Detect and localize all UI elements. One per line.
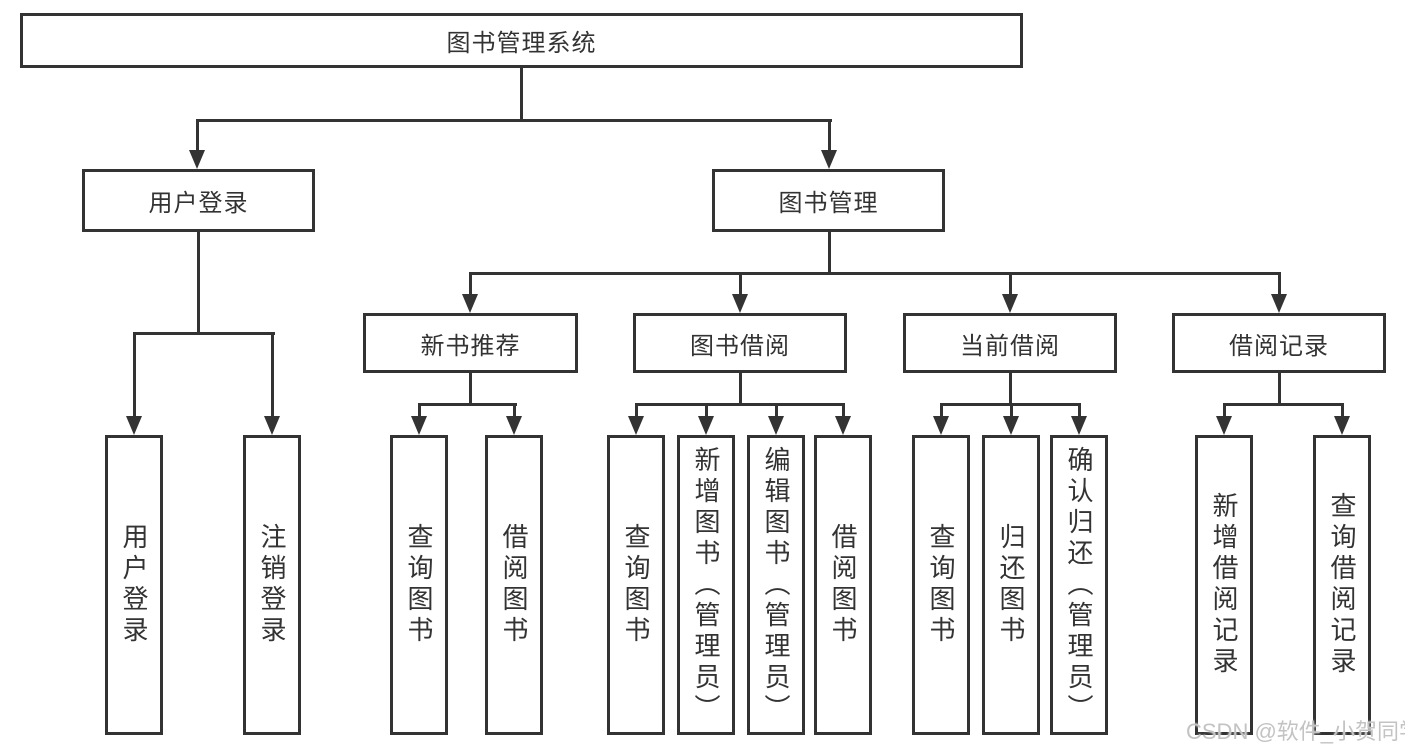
connector-drop	[775, 403, 778, 418]
connector-drop	[705, 403, 708, 418]
arrow-down-icon	[411, 416, 427, 435]
arrow-down-icon	[698, 416, 714, 435]
connector-drop-currentborrow	[1009, 272, 1012, 298]
node-label: 查询图书	[621, 523, 651, 647]
connector-currentborrow-stem	[1009, 373, 1012, 405]
leaf-add-borrow-record: 新增借阅记录	[1195, 435, 1253, 735]
connector-drop-bookborrow	[739, 272, 742, 298]
node-label: 查询借阅记录	[1327, 492, 1357, 678]
arrow-down-icon	[768, 416, 784, 435]
connector-drop	[1010, 403, 1013, 418]
connector-borrowrecords-bus	[1223, 403, 1343, 406]
arrow-down-icon	[1002, 294, 1018, 313]
node-label: 归还图书	[996, 523, 1026, 647]
node-label: 新增借阅记录	[1209, 492, 1239, 678]
csdn-watermark: CSDN @软件_小贺同学	[1186, 719, 1405, 744]
connector-drop	[1341, 403, 1344, 418]
node-root-library-system: 图书管理系统	[20, 13, 1023, 68]
node-label: 图书管理	[778, 190, 879, 217]
connector-newbook-bus	[418, 403, 517, 406]
node-label: 新书推荐	[420, 332, 521, 360]
arrow-down-icon	[1271, 294, 1287, 313]
node-label: 用户登录	[148, 190, 249, 217]
arrow-down-icon	[1003, 416, 1019, 435]
connector-bookborrow-bus	[635, 403, 845, 406]
arrow-down-icon	[1071, 416, 1087, 435]
arrow-down-icon	[933, 416, 949, 435]
connector-drop-leaf-logout	[271, 332, 274, 418]
node-label: 新增图书（管理员）	[691, 445, 721, 725]
leaf-user-login: 用户登录	[105, 435, 163, 735]
leaf-query-books-1: 查询图书	[390, 435, 448, 735]
leaf-borrow-books-2: 借阅图书	[814, 435, 872, 735]
node-label: 图书借阅	[690, 332, 790, 360]
arrow-down-icon	[126, 416, 142, 435]
leaf-edit-books-admin: 编辑图书（管理员）	[747, 435, 805, 735]
connector-drop-user-login	[196, 119, 199, 153]
connector-drop	[513, 403, 516, 418]
node-label: 用户登录	[119, 523, 149, 647]
connector-drop	[940, 403, 943, 418]
connector-bookmgmt-bus	[469, 272, 1281, 275]
arrow-down-icon	[189, 150, 205, 169]
connector-bookmgmt-stem	[828, 232, 831, 274]
node-book-management-branch: 图书管理	[712, 169, 945, 232]
connector-newbook-stem	[469, 373, 472, 405]
node-label: 注销登录	[257, 523, 287, 647]
connector-drop	[842, 403, 845, 418]
node-new-book-recommend: 新书推荐	[363, 313, 578, 373]
connector-drop-newbook	[469, 272, 472, 298]
arrow-down-icon	[835, 416, 851, 435]
node-label: 借阅图书	[828, 523, 858, 647]
node-user-login-branch: 用户登录	[82, 169, 315, 232]
connector-drop	[635, 403, 638, 418]
connector-userlogin-bus	[133, 332, 275, 335]
connector-drop-book-mgmt	[828, 119, 831, 153]
node-label: 当前借阅	[960, 332, 1060, 360]
node-label: 查询图书	[926, 523, 956, 647]
connector-drop	[1223, 403, 1226, 418]
arrow-down-icon	[1216, 416, 1232, 435]
connector-drop	[1078, 403, 1081, 418]
arrow-down-icon	[628, 416, 644, 435]
arrow-down-icon	[732, 294, 748, 313]
arrow-down-icon	[1334, 416, 1350, 435]
node-label: 借阅记录	[1229, 332, 1329, 360]
node-label: 查询图书	[404, 523, 434, 647]
leaf-confirm-return-admin: 确认归还（管理员）	[1050, 435, 1108, 735]
leaf-return-books: 归还图书	[982, 435, 1040, 735]
connector-drop	[418, 403, 421, 418]
arrow-down-icon	[462, 294, 478, 313]
node-borrow-records: 借阅记录	[1172, 313, 1386, 373]
arrow-down-icon	[506, 416, 522, 435]
leaf-logout: 注销登录	[243, 435, 301, 735]
arrow-down-icon	[821, 150, 837, 169]
connector-userlogin-stem	[197, 232, 200, 335]
leaf-query-books-3: 查询图书	[912, 435, 970, 735]
node-label: 编辑图书（管理员）	[761, 445, 791, 725]
leaf-query-borrow-record: 查询借阅记录	[1313, 435, 1371, 735]
leaf-borrow-books-1: 借阅图书	[485, 435, 543, 735]
connector-bookborrow-stem	[739, 373, 742, 405]
connector-drop-borrowrecords	[1278, 272, 1281, 298]
node-book-borrow: 图书借阅	[633, 313, 847, 373]
node-label: 借阅图书	[499, 523, 529, 647]
connector-root-bus	[196, 119, 832, 122]
node-label: 图书管理系统	[446, 30, 597, 57]
leaf-add-books-admin: 新增图书（管理员）	[677, 435, 735, 735]
connector-root-stem	[520, 68, 523, 121]
connector-borrowrecords-stem	[1278, 373, 1281, 405]
connector-drop-leaf-userlogin	[133, 332, 136, 418]
node-current-borrow: 当前借阅	[903, 313, 1117, 373]
arrow-down-icon	[264, 416, 280, 435]
leaf-query-books-2: 查询图书	[607, 435, 665, 735]
node-label: 确认归还（管理员）	[1064, 445, 1094, 725]
